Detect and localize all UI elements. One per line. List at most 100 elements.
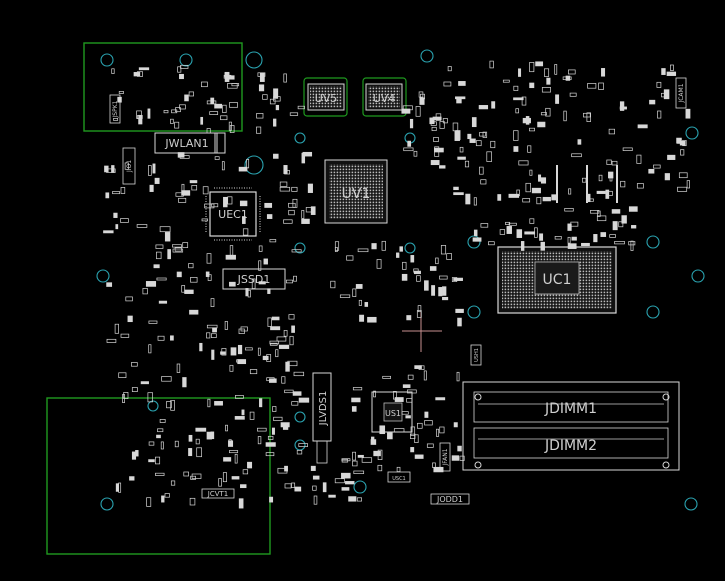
smd-pad bbox=[258, 281, 266, 285]
smd-pad bbox=[345, 481, 355, 485]
smd-pad bbox=[276, 336, 287, 342]
smd-pad bbox=[138, 67, 150, 71]
smd-pad bbox=[156, 251, 162, 260]
smd-pad bbox=[190, 277, 198, 283]
smd-pad bbox=[570, 221, 579, 227]
uv1-bga[interactable]: UV1 bbox=[324, 159, 388, 224]
uec1-chip[interactable]: UEC1 bbox=[205, 187, 261, 241]
smd-pad bbox=[174, 440, 179, 448]
uv5-chip[interactable]: UV5 bbox=[307, 83, 345, 111]
smd-pad bbox=[242, 228, 249, 236]
smd-pad bbox=[275, 349, 279, 358]
smd-pad bbox=[235, 395, 244, 399]
smd-pad bbox=[545, 107, 551, 117]
smd-pad bbox=[540, 112, 547, 116]
smd-pad bbox=[396, 466, 401, 472]
smd-pad bbox=[222, 104, 227, 113]
jcvt1-connector[interactable]: JCVT1 bbox=[201, 488, 235, 499]
jio1-connector[interactable]: JIO1 bbox=[122, 147, 136, 185]
smd-pad bbox=[525, 182, 531, 193]
us1-chip[interactable]: US1 bbox=[371, 391, 413, 433]
jfan1-connector[interactable]: JFAN1 bbox=[439, 442, 451, 472]
uv4-chip[interactable]: UV4 bbox=[365, 83, 403, 111]
smd-pad bbox=[206, 128, 211, 134]
smd-pad bbox=[166, 401, 172, 409]
smd-pad bbox=[352, 288, 357, 297]
smd-pad bbox=[413, 270, 421, 275]
usc1-chip[interactable]: USC1 bbox=[387, 471, 411, 483]
smd-pad bbox=[529, 82, 535, 89]
smd-pad bbox=[564, 208, 574, 212]
jlvds1-connector[interactable]: JLVDS1 bbox=[312, 372, 332, 464]
smd-pad bbox=[129, 476, 135, 481]
smd-pad bbox=[356, 497, 362, 502]
smd-pad bbox=[296, 450, 303, 455]
smd-pad bbox=[334, 478, 345, 484]
smd-pad bbox=[467, 133, 472, 140]
smd-pad bbox=[131, 362, 138, 367]
smd-pad bbox=[179, 73, 184, 80]
jwlan1-connector[interactable]: JWLAN1 bbox=[154, 132, 226, 154]
jcam1-connector[interactable]: JCAM1 bbox=[675, 77, 687, 109]
smd-pad bbox=[571, 153, 582, 158]
smd-pad bbox=[189, 309, 199, 315]
smd-pad bbox=[630, 240, 634, 251]
smd-pad bbox=[438, 287, 443, 297]
smd-pad bbox=[293, 371, 305, 377]
smd-pad bbox=[145, 281, 157, 287]
smd-pad bbox=[174, 247, 182, 252]
ush1-chip[interactable]: USH1 bbox=[470, 344, 482, 366]
smd-pad bbox=[685, 110, 691, 119]
smd-pad bbox=[334, 241, 340, 251]
smd-pad bbox=[147, 108, 151, 119]
jdimm-slots[interactable]: JDIMM1 JDIMM2 bbox=[462, 381, 680, 471]
smd-pad bbox=[577, 139, 582, 145]
smd-pad bbox=[516, 229, 523, 238]
smd-pad bbox=[278, 344, 290, 349]
smd-pad bbox=[281, 376, 286, 384]
smd-pad bbox=[539, 233, 544, 241]
smd-pad bbox=[569, 92, 577, 97]
smd-pad bbox=[502, 79, 510, 83]
smd-pad bbox=[298, 397, 310, 403]
smd-pad bbox=[469, 138, 476, 143]
smd-pad bbox=[619, 106, 627, 110]
jodd1-connector[interactable]: JODD1 bbox=[430, 493, 470, 505]
smd-pad bbox=[508, 222, 517, 226]
jspk1-connector[interactable]: JSPK1 bbox=[109, 94, 121, 124]
uc1-bga[interactable]: UC1 bbox=[497, 246, 617, 314]
smd-pad bbox=[164, 493, 170, 498]
smd-pad bbox=[612, 221, 618, 231]
smd-pad bbox=[249, 369, 258, 375]
smd-pad bbox=[211, 203, 219, 208]
smd-pad bbox=[608, 128, 615, 135]
smd-pad bbox=[453, 192, 464, 196]
smd-pad bbox=[229, 450, 239, 454]
smd-pad bbox=[453, 186, 459, 191]
smd-pad bbox=[283, 330, 288, 337]
smd-pad bbox=[431, 126, 437, 131]
smd-pad bbox=[223, 457, 232, 462]
smd-pad bbox=[381, 240, 386, 251]
jio1-label: JIO1 bbox=[126, 160, 133, 173]
smd-pad bbox=[567, 243, 577, 249]
smd-pad bbox=[174, 121, 180, 129]
smd-pad bbox=[155, 244, 164, 249]
smd-pad bbox=[423, 370, 427, 381]
smd-pad bbox=[234, 453, 238, 464]
smd-pad bbox=[403, 147, 414, 152]
smd-pad bbox=[262, 355, 269, 361]
smd-pad bbox=[210, 298, 215, 307]
smd-pad bbox=[283, 165, 288, 174]
smd-pad bbox=[346, 255, 354, 261]
smd-pad bbox=[178, 197, 187, 203]
smd-pad bbox=[115, 483, 119, 492]
smd-pad bbox=[456, 371, 460, 382]
smd-pad bbox=[479, 132, 486, 137]
smd-pad bbox=[257, 427, 267, 432]
smd-pad bbox=[410, 255, 415, 263]
jwlan1-label: JWLAN1 bbox=[164, 137, 208, 150]
smd-pad bbox=[273, 118, 277, 127]
smd-pad bbox=[409, 118, 414, 129]
